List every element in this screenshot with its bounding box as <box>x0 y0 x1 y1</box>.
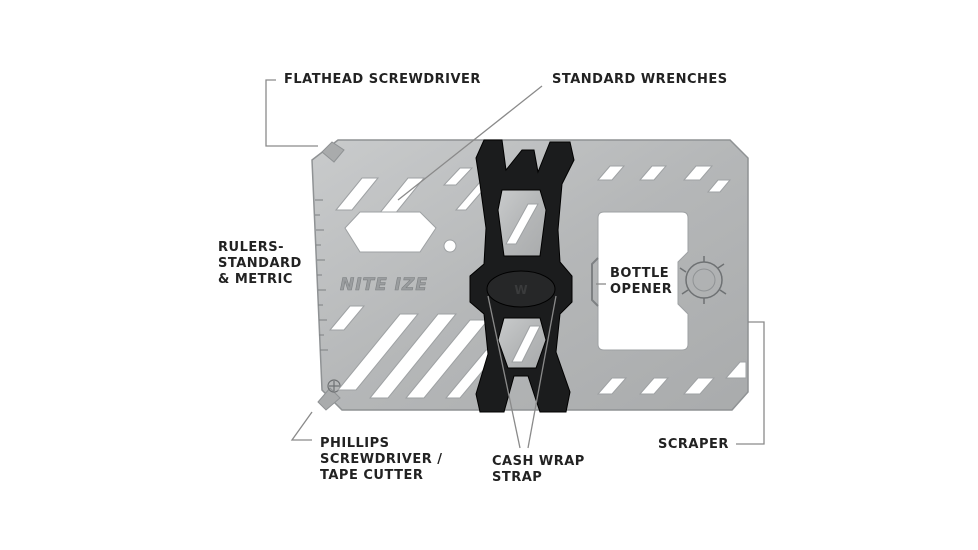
label-scraper: SCRAPER <box>658 437 729 453</box>
bottle-opener-lip <box>591 257 599 307</box>
label-line: BOTTLE <box>610 266 670 281</box>
label-line: STANDARD <box>218 256 302 271</box>
gear-wheel-icon <box>679 256 727 304</box>
label-line: CASH WRAP <box>492 454 585 469</box>
ruler-ticks <box>315 199 328 351</box>
flathead-tip <box>321 141 345 163</box>
label-line: SCREWDRIVER / <box>320 452 443 467</box>
label-line: FLATHEAD SCREWDRIVER <box>284 72 481 87</box>
label-line: PHILLIPS <box>320 436 390 451</box>
strap-logo-icon: W <box>514 283 527 297</box>
label-line: SCRAPER <box>658 437 729 452</box>
right-slots <box>596 165 747 395</box>
phillips-cross-icon <box>327 379 341 393</box>
brand-logo: NITE IZE <box>340 275 428 295</box>
label-line: TAPE CUTTER <box>320 468 424 483</box>
leader-lines <box>265 79 765 449</box>
label-line: OPENER <box>610 282 673 297</box>
label-standard-wrenches: STANDARD WRENCHES <box>552 72 728 88</box>
label-rulers: RULERS- STANDARD & METRIC <box>218 240 302 288</box>
label-bottle-opener: BOTTLE OPENER <box>610 266 672 298</box>
label-line: & METRIC <box>218 272 293 287</box>
label-line: STANDARD WRENCHES <box>552 72 728 87</box>
label-line: STRAP <box>492 470 543 485</box>
bottle-opener-cutout <box>597 211 689 351</box>
label-line: RULERS- <box>218 240 284 255</box>
label-phillips-screwdriver: PHILLIPS SCREWDRIVER / TAPE CUTTER <box>320 436 443 484</box>
label-flathead-screwdriver: FLATHEAD SCREWDRIVER <box>284 72 481 88</box>
label-cash-wrap-strap: CASH WRAP STRAP <box>492 454 585 486</box>
cash-wrap-strap: W <box>469 139 575 413</box>
phillips-tip <box>317 387 341 411</box>
